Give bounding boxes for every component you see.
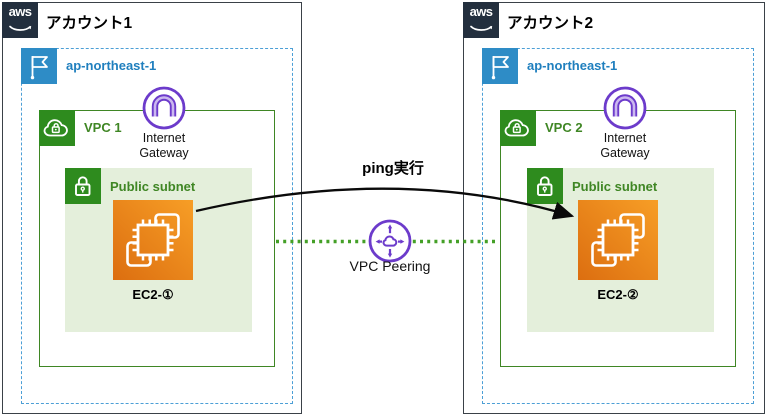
- subnet-lock-icon: [65, 168, 101, 204]
- account-1-igw-label: Internet Gateway: [139, 131, 189, 160]
- internet-gateway-icon: [603, 86, 647, 130]
- subnet-lock-icon: [527, 168, 563, 204]
- account-2-title: アカウント2: [507, 15, 594, 32]
- vpc-icon: [39, 110, 75, 146]
- account-2-subnet-label: Public subnet: [572, 179, 658, 194]
- ec2-icon: [113, 200, 193, 280]
- internet-gateway-icon: [142, 86, 186, 130]
- vpc-peering-icon: [368, 219, 412, 263]
- aws-logo-text: aws: [469, 4, 493, 19]
- aws-logo-text: aws: [8, 4, 32, 19]
- vpc-peering-label: VPC Peering: [349, 258, 431, 274]
- account-1-vpc-label: VPC 1: [84, 120, 122, 135]
- ec2-icon: [578, 200, 658, 280]
- account-1-region-label: ap-northeast-1: [66, 58, 157, 73]
- aws-logo: aws: [463, 2, 499, 38]
- aws-smile-icon: [470, 25, 493, 31]
- region-flag-icon: [21, 48, 57, 84]
- account-2-igw-label: Internet Gateway: [600, 131, 650, 160]
- account-1-title: アカウント1: [46, 15, 133, 32]
- account-2-region-label: ap-northeast-1: [527, 58, 618, 73]
- account-2-vpc-label: VPC 2: [545, 120, 583, 135]
- account-1-subnet-label: Public subnet: [110, 179, 196, 194]
- aws-logo: aws: [2, 2, 38, 38]
- account-1-ec2-label: EC2-①: [132, 287, 174, 302]
- vpc-icon: [500, 110, 536, 146]
- account-2-ec2-label: EC2-②: [597, 287, 639, 302]
- ping-label: ping実行: [362, 160, 424, 177]
- region-flag-icon: [482, 48, 518, 84]
- aws-smile-icon: [9, 25, 32, 31]
